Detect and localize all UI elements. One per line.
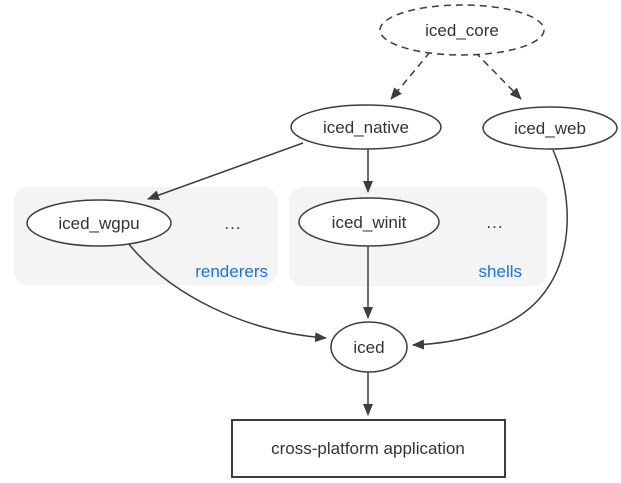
- iced-web-label: iced_web: [514, 119, 586, 138]
- edge-wgpu-to-iced: [127, 242, 327, 343]
- edge-core-to-web: [474, 51, 522, 100]
- node-iced-web: iced_web: [482, 106, 618, 150]
- iced-wgpu-label: iced_wgpu: [58, 214, 139, 233]
- iced-winit-ellipse: [298, 197, 440, 247]
- node-iced-wgpu: iced_wgpu: [26, 199, 172, 247]
- edge-core-to-native: [390, 51, 431, 100]
- iced-web-ellipse: [482, 106, 618, 150]
- node-iced: iced: [330, 321, 408, 373]
- node-cross-platform-application: cross-platform application: [231, 419, 506, 478]
- iced-native-ellipse: [290, 104, 442, 150]
- renderers-group-label: renderers: [195, 262, 268, 281]
- renderers-ellipsis: ...: [224, 214, 241, 233]
- application-label: cross-platform application: [271, 439, 465, 458]
- application-rect: [231, 419, 506, 478]
- edge-web-to-iced: [412, 149, 568, 350]
- iced-core-ellipse: [379, 4, 545, 56]
- node-iced-core: iced_core: [379, 4, 545, 56]
- iced-native-label: iced_native: [323, 118, 409, 137]
- node-iced-native: iced_native: [290, 104, 442, 150]
- shells-ellipsis: ...: [486, 213, 503, 232]
- iced-winit-label: iced_winit: [332, 213, 407, 232]
- shells-group-label: shells: [479, 262, 522, 281]
- iced-ellipse: [330, 321, 408, 373]
- iced-core-label: iced_core: [425, 21, 499, 40]
- node-iced-winit: iced_winit: [298, 197, 440, 247]
- edge-native-to-wgpu: [147, 142, 304, 200]
- iced-label: iced: [353, 338, 384, 357]
- iced-wgpu-ellipse: [26, 199, 172, 247]
